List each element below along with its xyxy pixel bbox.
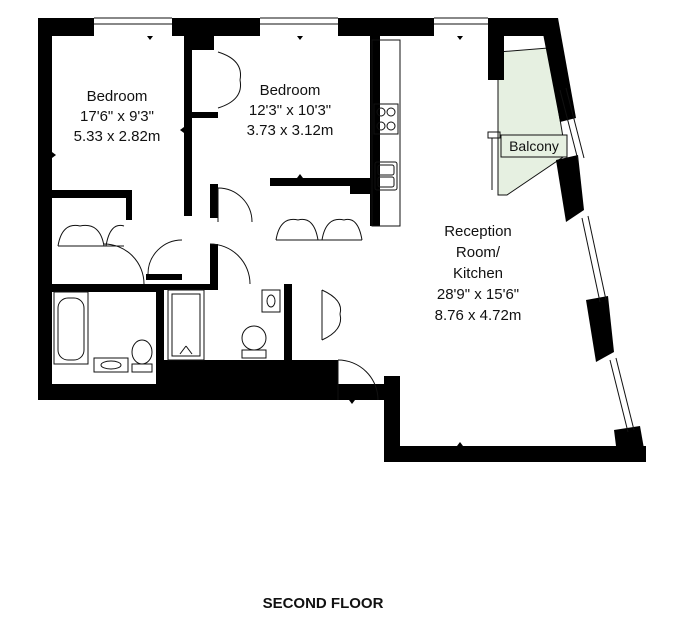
floor-title: SECOND FLOOR: [263, 595, 384, 612]
door-swing-icon: [103, 187, 379, 401]
reception-imperial: 28'9" x 15'6": [437, 286, 519, 303]
sink-icon: [261, 289, 281, 313]
reception-name-3: Kitchen: [453, 265, 503, 282]
entrance-arrow-icon: [346, 388, 358, 404]
bedroom-1-metric: 5.33 x 2.82m: [74, 128, 161, 145]
bathtub-icon: [53, 291, 89, 365]
window-icon: [94, 17, 635, 433]
kitchen-counter: [371, 39, 401, 227]
balcony-label: Balcony: [509, 138, 559, 154]
reception-name-2: Room/: [456, 244, 501, 261]
hob-icon: [373, 103, 399, 135]
balcony-door-icon: [487, 131, 501, 192]
balcony-label-box: [500, 134, 568, 158]
ceiling-marker: [52, 36, 463, 446]
wardrobe-icon: [57, 51, 363, 341]
bedroom-1-name: Bedroom: [87, 88, 148, 105]
reception-name-1: Reception: [444, 223, 512, 240]
toilet-icon: [131, 339, 153, 373]
sink-icon: [93, 357, 129, 373]
bedroom-2-name: Bedroom: [260, 82, 321, 99]
shower-icon: [167, 289, 205, 361]
toilet-icon: [241, 325, 267, 359]
walls: [38, 18, 646, 462]
bedroom-2-imperial: 12'3" x 10'3": [249, 102, 331, 119]
bedroom-2-metric: 3.73 x 3.12m: [247, 122, 334, 139]
reception-metric: 8.76 x 4.72m: [435, 307, 522, 324]
bedroom-1-imperial: 17'6" x 9'3": [80, 108, 154, 125]
kitchen-sink-icon: [374, 161, 398, 191]
